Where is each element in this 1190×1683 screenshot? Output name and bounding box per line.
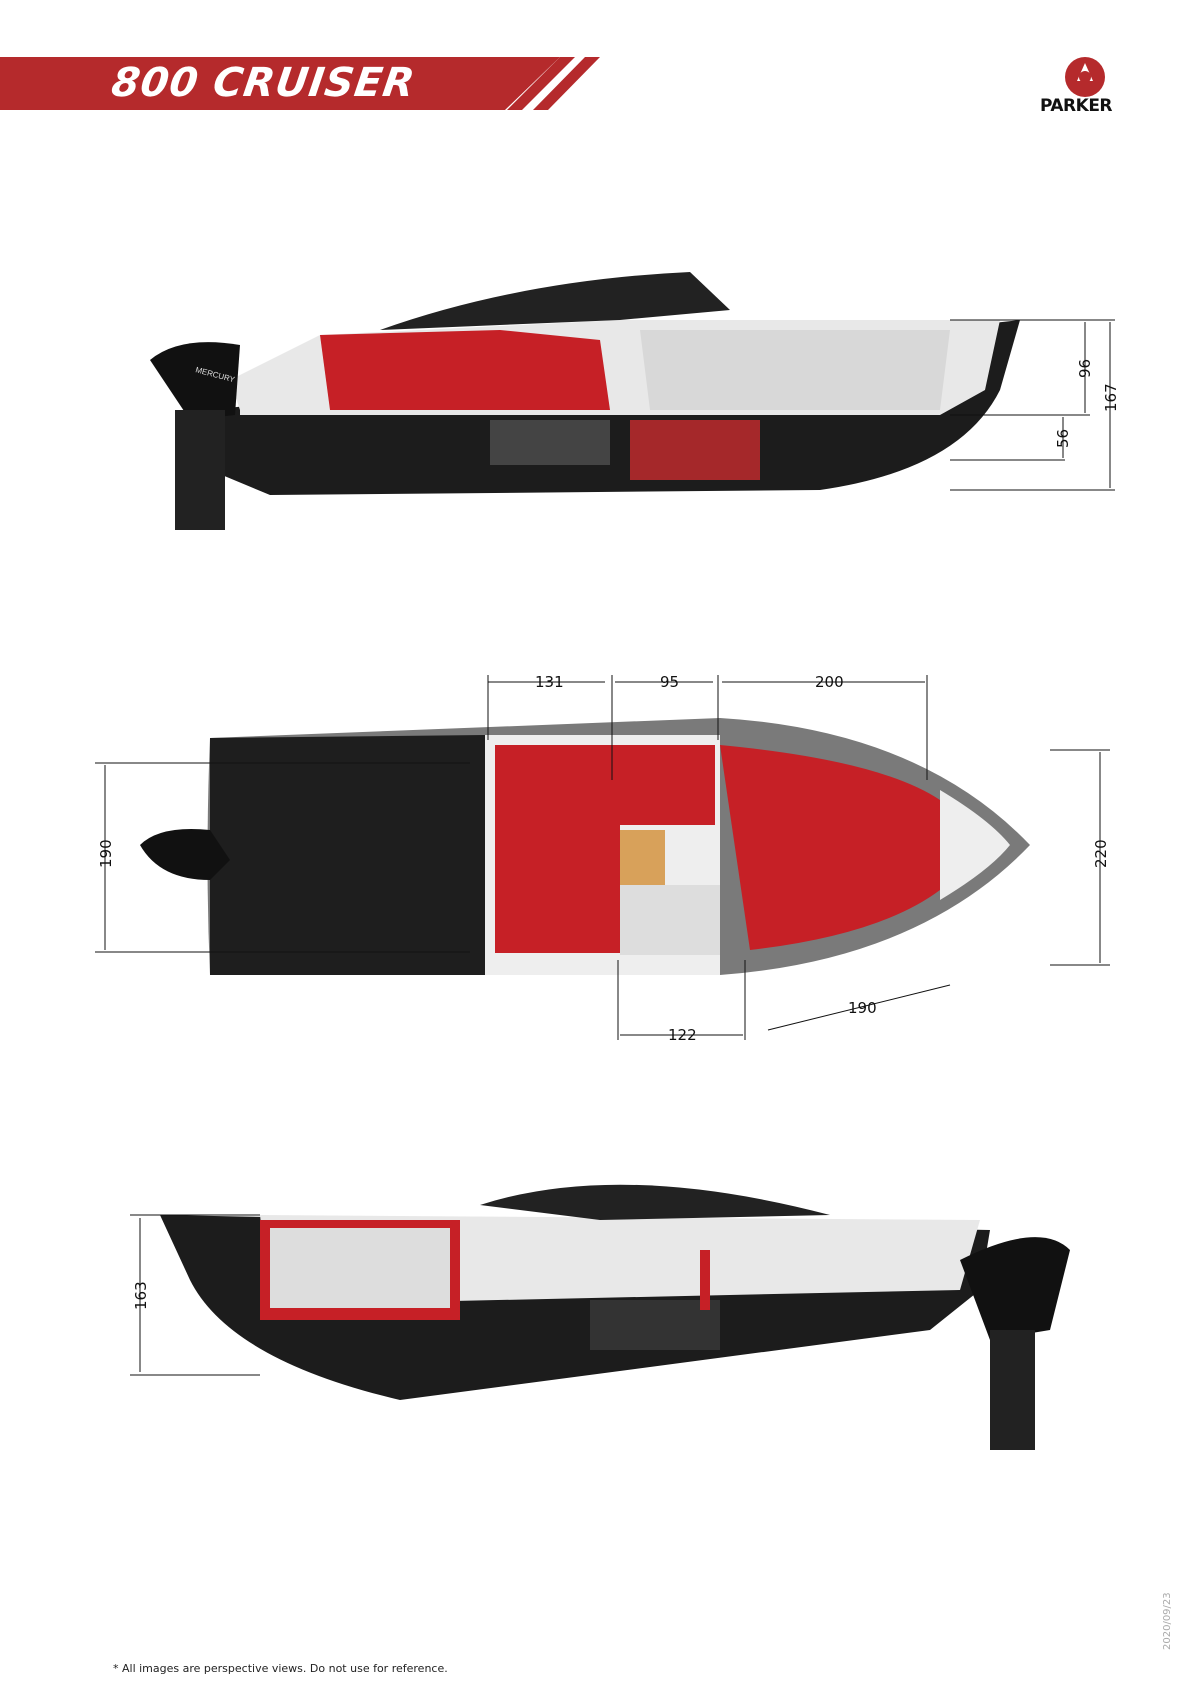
dim-height: 163 xyxy=(132,1281,150,1310)
dim-beam: 220 xyxy=(1092,839,1110,868)
side-profile-dimensions xyxy=(950,319,1115,491)
dim-head: 122 xyxy=(668,1026,697,1044)
dim-transom-width: 190 xyxy=(97,839,115,868)
dim-cabin-height: 96 xyxy=(1076,359,1094,378)
dim-berth-length: 200 xyxy=(815,673,844,691)
side-profile-port xyxy=(160,1184,1070,1450)
document-date: 2020/09/23 xyxy=(1162,1592,1173,1650)
disclaimer: * All images are perspective views. Do n… xyxy=(113,1662,448,1675)
dim-berth-diagonal: 190 xyxy=(848,999,877,1017)
dim-helm: 95 xyxy=(660,673,679,691)
parker-logo-icon xyxy=(1065,57,1105,97)
dim-total-height: 167 xyxy=(1102,383,1120,412)
plan-view xyxy=(140,718,1030,975)
dim-aft-cockpit: 131 xyxy=(535,673,564,691)
dim-hull-depth: 56 xyxy=(1054,429,1072,448)
side-profile-port-dimensions xyxy=(130,1214,260,1376)
side-profile-starboard: MERCURY xyxy=(150,272,1020,530)
title-banner xyxy=(0,57,600,110)
brand-name: PARKER xyxy=(1040,96,1113,116)
plan-view-dimensions xyxy=(95,675,1110,1040)
